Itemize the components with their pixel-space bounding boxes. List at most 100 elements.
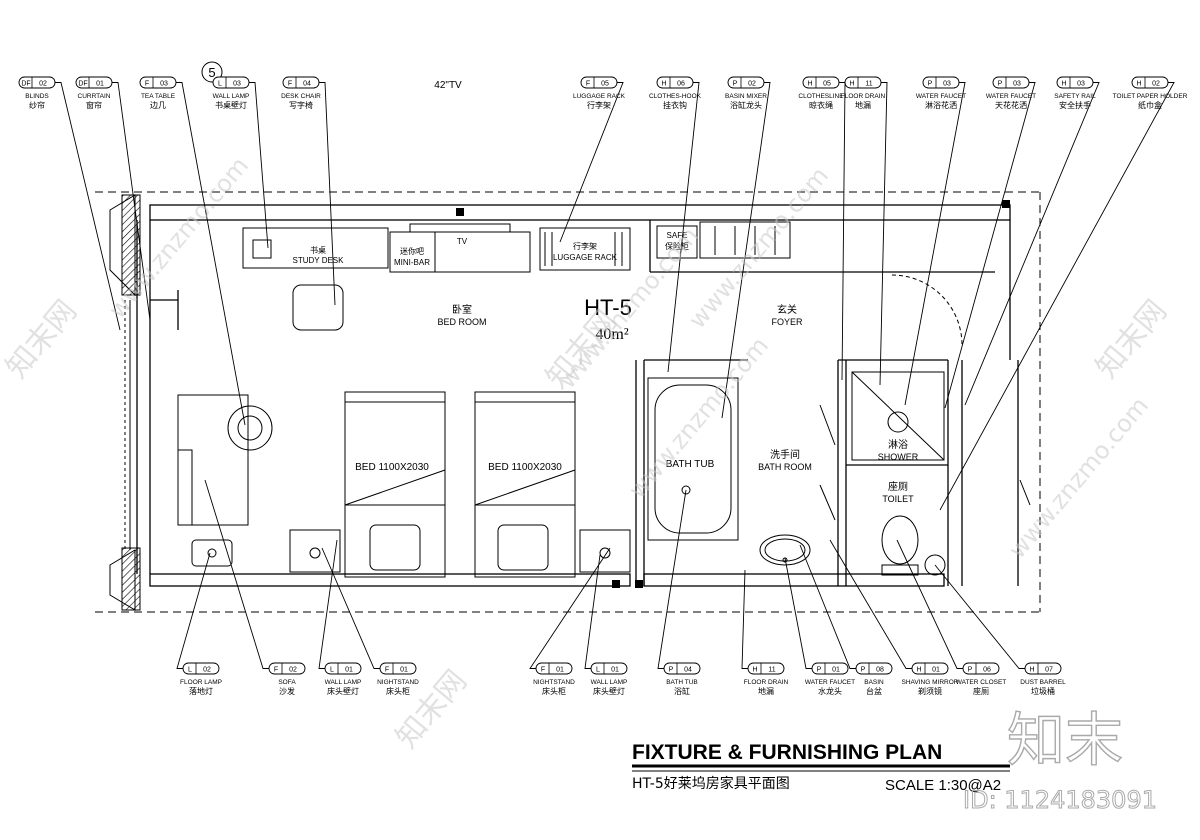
bed-right (474, 391, 576, 578)
desk-chair (292, 284, 344, 331)
tag-code: F (385, 667, 389, 674)
safe-label-en: SAFE (667, 231, 688, 240)
leader-line (904, 82, 966, 406)
space-label-cn: 座厕 (888, 480, 908, 493)
tag-number: 01 (96, 81, 104, 88)
tag-name-cn: 垃圾桶 (1031, 686, 1055, 696)
tag-capsule (1056, 76, 1094, 89)
room-area: 40m² (595, 326, 628, 343)
tag-code: L (218, 81, 222, 88)
drawing-title: FIXTURE & FURNISHING PLAN (632, 741, 942, 764)
tag-name-cn: 书桌壁灯 (215, 100, 247, 110)
tag-name-en: LUGGAGE RACK (573, 93, 626, 100)
tag-code: P (817, 667, 822, 674)
watermark-logo: 知末 (1007, 706, 1123, 774)
luggage-rack (539, 227, 631, 271)
leader-line (939, 82, 1175, 511)
tag-name-cn: 浴缸 (674, 686, 690, 696)
leader-line (321, 547, 380, 669)
tag-code: H (1029, 667, 1034, 674)
safe-and-wardrobe (656, 221, 791, 259)
tag-capsule (811, 662, 849, 675)
leader-line (741, 569, 748, 669)
tag-name-cn: 座厕 (973, 686, 989, 696)
tag-capsule (182, 662, 220, 675)
tag-number: 03 (943, 81, 951, 88)
leader-line (829, 539, 912, 669)
tag-number: 01 (611, 667, 619, 674)
tag-code: H (849, 81, 854, 88)
study-desk-label-en: STUDY DESK (293, 256, 345, 265)
tag-number: 03 (233, 81, 241, 88)
tag-name-en: DESK CHAIR (281, 93, 321, 100)
tag-code: H (661, 81, 666, 88)
shower (851, 371, 945, 461)
wall-solid-blocks (456, 200, 1010, 588)
tag-name-cn: 写字椅 (289, 100, 313, 110)
tag-name-en: CLOTHESLINE (798, 93, 844, 100)
tag-code: DF (21, 81, 30, 88)
watermark-id: ID: 1124183091 (963, 786, 1157, 814)
tag-name-en: WATER FAUCET (916, 93, 966, 100)
bed-right-label: BED 1100X2030 (488, 462, 562, 473)
luggage-label-cn: 行李架 (573, 241, 597, 251)
tag-code: DF (78, 81, 87, 88)
tag-number: 07 (1045, 667, 1053, 674)
space-label-cn: 玄关 (777, 303, 797, 316)
tag-code: P (861, 667, 866, 674)
section-marker-number: 5 (208, 65, 215, 80)
tag-code: F (274, 667, 278, 674)
leader-line (176, 552, 211, 669)
leader-line (204, 479, 269, 669)
svg-text:知末网: 知末网 (1089, 294, 1174, 385)
tag-number: 11 (865, 81, 872, 88)
tag-name-cn: 剃须镜 (918, 686, 942, 696)
tag-number: 11 (768, 667, 775, 674)
leader-line (529, 547, 611, 669)
leader-line (112, 82, 151, 321)
svg-text:知末网: 知末网 (0, 294, 84, 385)
tag-name-cn: 地漏 (758, 686, 774, 696)
tag-name-cn: 床头柜 (386, 686, 410, 696)
tag-capsule (992, 76, 1030, 89)
tag-name-en: CURRTAIN (78, 93, 111, 100)
tag-capsule (379, 662, 417, 675)
tag-capsule (855, 662, 893, 675)
basin (759, 534, 811, 566)
tag-capsule (911, 662, 949, 675)
space-label-en: FOYER (771, 317, 803, 327)
space-label-en: BATH ROOM (758, 462, 812, 472)
minibar-label-en: MINI-BAR (394, 258, 430, 267)
tv-label: TV (457, 237, 468, 246)
tag-name-en: BASIN (864, 679, 884, 686)
svg-text:www.znzmo.com: www.znzmo.com (1003, 392, 1154, 564)
tag-name-cn: 行李架 (587, 100, 611, 110)
tea-table (227, 405, 273, 451)
leader-line (839, 82, 846, 381)
leader-line (176, 82, 246, 426)
tag-capsule (962, 662, 1000, 675)
tag-capsule (212, 76, 250, 89)
tag-name-en: FLOOR DRAIN (841, 93, 886, 100)
tag-number: 08 (876, 667, 884, 674)
tag-capsule (75, 76, 113, 89)
study-desk-label-cn: 书桌 (310, 245, 326, 255)
tag-number: 01 (556, 667, 564, 674)
tag-capsule (1024, 662, 1062, 675)
tag-number: 04 (303, 81, 311, 88)
tag-code: F (145, 81, 149, 88)
tag-code: L (188, 667, 192, 674)
